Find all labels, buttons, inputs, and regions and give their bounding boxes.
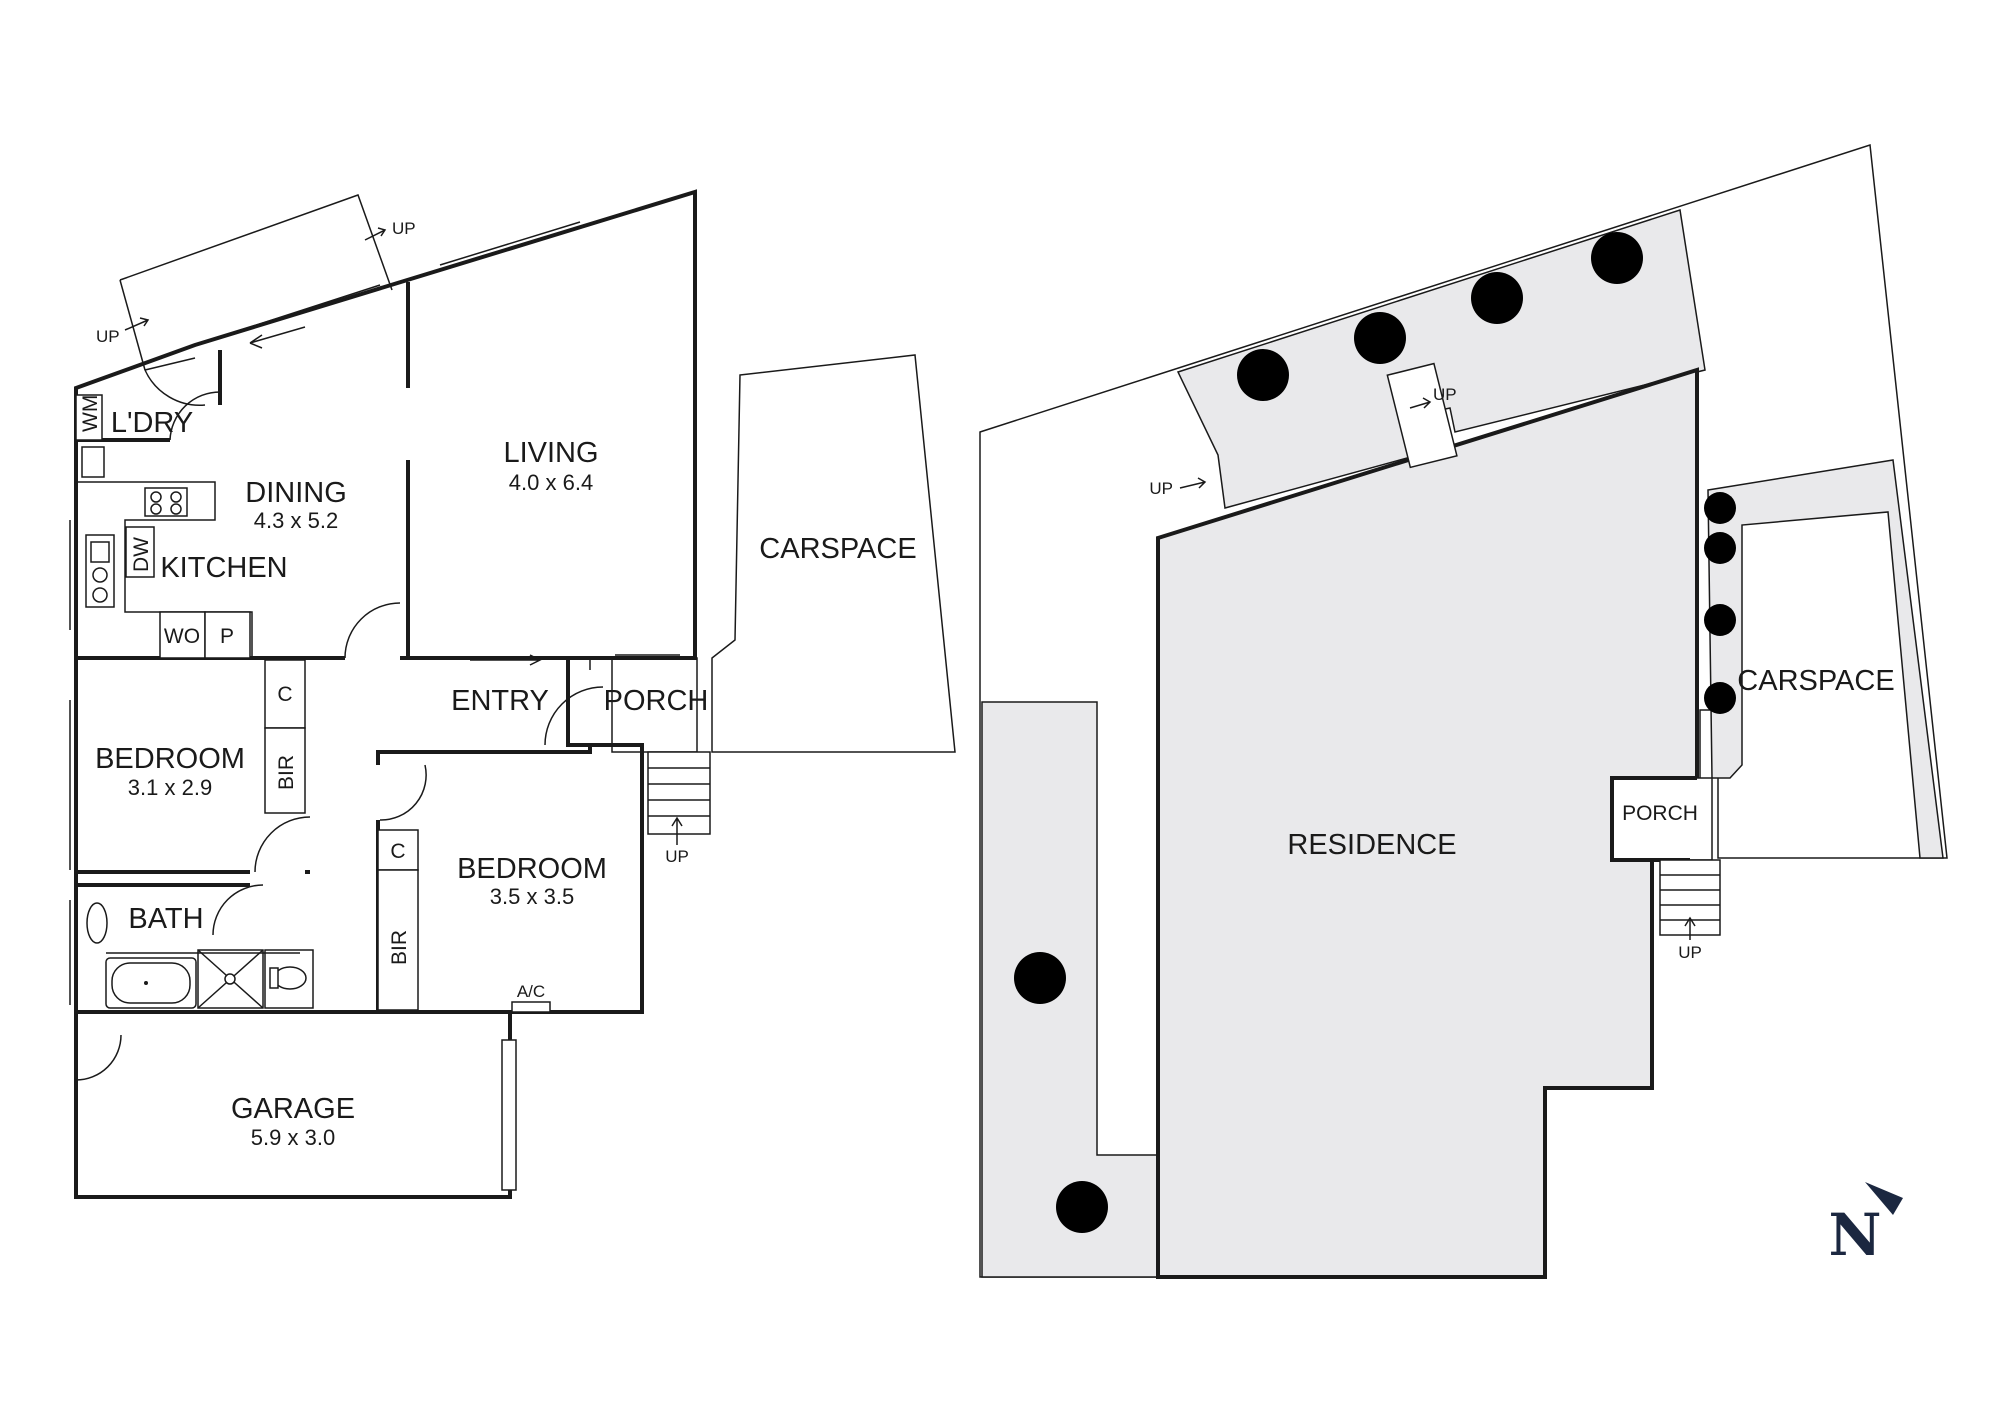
carspace-outline [711, 354, 956, 753]
up-label: UP [1149, 479, 1173, 498]
closet-label: C [390, 840, 405, 863]
sliding-door-2 [439, 221, 581, 266]
tree-icon [1704, 604, 1736, 636]
tree-icon [1237, 349, 1289, 401]
ac-label: A/C [517, 982, 545, 1001]
bir-label: BIR [275, 755, 298, 790]
cooktop-icon [144, 487, 188, 517]
room-name: L'DRY [111, 407, 193, 439]
up-label: UP [96, 327, 120, 346]
tree-icon [1591, 232, 1643, 284]
tree-icon [1704, 532, 1736, 564]
bath-basin-icon [86, 902, 108, 944]
up-label: UP [1433, 385, 1457, 404]
tree-icon [1704, 682, 1736, 714]
ac-unit [511, 1001, 551, 1013]
bir-2 [377, 869, 419, 1011]
sink-icon [85, 534, 115, 608]
room-name: DINING [245, 477, 347, 509]
sliding-arrow [249, 326, 306, 349]
hall-door-swing [344, 602, 401, 659]
up-label: UP [392, 219, 416, 238]
tree-icon [1471, 272, 1523, 324]
sliding-door-1 [234, 284, 381, 333]
laundry-door-swing [169, 391, 221, 441]
garage-door-swing [75, 1034, 122, 1081]
site-porch-wall [1610, 776, 1697, 862]
room-dims: 3.1 x 2.9 [128, 775, 212, 800]
room-name: ENTRY [451, 685, 549, 717]
room-name: BEDROOM [95, 743, 245, 775]
room-name: BATH [128, 903, 203, 935]
up-arrow-1 [364, 227, 387, 241]
room-name: CARSPACE [759, 533, 916, 565]
pantry [204, 611, 251, 659]
site-up-arrow-2 [1409, 397, 1432, 409]
residence-label: RESIDENCE [1287, 829, 1456, 861]
garden-bed-carspace [1707, 459, 1944, 859]
bir-1 [264, 727, 306, 814]
dw-label: DW [130, 537, 153, 572]
landing-bottom [144, 357, 196, 371]
tree-icon [1014, 952, 1066, 1004]
floor-plan-labels: LIVING 4.0 x 6.4 DINING 4.3 x 5.2 L'DRY … [79, 219, 917, 1150]
porch-label: PORCH [1622, 802, 1698, 825]
north-arrow-icon: N [1828, 1182, 1903, 1269]
site-steps [1659, 859, 1721, 940]
closet-1 [264, 659, 306, 729]
toilet-icon [264, 949, 314, 1009]
bedroom1-door-swing [254, 816, 311, 873]
room-name: GARAGE [231, 1093, 355, 1125]
site-landing [1386, 362, 1458, 469]
bedroom2-door-swing [379, 764, 427, 821]
closet-label: C [277, 683, 292, 706]
porch-steps [647, 751, 711, 845]
site-porch [1611, 777, 1713, 861]
bath-door-swing [212, 884, 264, 936]
garage-door [501, 1039, 517, 1191]
closet-2 [377, 829, 419, 871]
room-name: PORCH [604, 685, 709, 717]
room-dims: 3.5 x 3.5 [490, 884, 574, 909]
dishwasher [125, 526, 155, 578]
room-dims: 4.3 x 5.2 [254, 508, 338, 533]
north-label: N [1828, 1201, 1881, 1269]
tree-icon [1704, 492, 1736, 524]
site-up-arrow-1 [1179, 477, 1207, 489]
shower-icon [197, 949, 264, 1009]
bedroom2-top-wall [376, 745, 592, 765]
floor-plan [69, 189, 956, 1199]
site-plan [979, 144, 1948, 1279]
bathtub-icon [105, 957, 197, 1009]
room-dims: 5.9 x 3.0 [251, 1125, 335, 1150]
up-label: UP [1678, 943, 1702, 962]
room-name: KITCHEN [160, 552, 287, 584]
room-name: LIVING [503, 437, 598, 469]
wm-label: WM [79, 395, 102, 432]
up-arrow-2 [124, 317, 150, 331]
laundry-sink-icon [81, 446, 105, 478]
carspace-label: CARSPACE [1737, 665, 1894, 697]
entry-door-swing [544, 686, 604, 746]
site-plan-labels: RESIDENCE PORCH CARSPACE UP UP UP [1149, 385, 1894, 962]
outer-wall [74, 189, 697, 1199]
room-name: BEDROOM [457, 853, 607, 885]
landing-door-swing [144, 369, 206, 406]
landing-left [119, 279, 146, 371]
room-dims: 4.0 x 6.4 [509, 470, 593, 495]
wo-label: WO [164, 625, 200, 648]
kitchen-bench [76, 481, 253, 658]
up-label: UP [665, 847, 689, 866]
bir-label: BIR [388, 930, 411, 965]
entry-arrow [470, 654, 542, 666]
tree-icon [1354, 312, 1406, 364]
tree-icon [1056, 1181, 1108, 1233]
washing-machine [75, 394, 103, 441]
landing-top [119, 194, 393, 291]
pantry-label: P [220, 625, 234, 648]
